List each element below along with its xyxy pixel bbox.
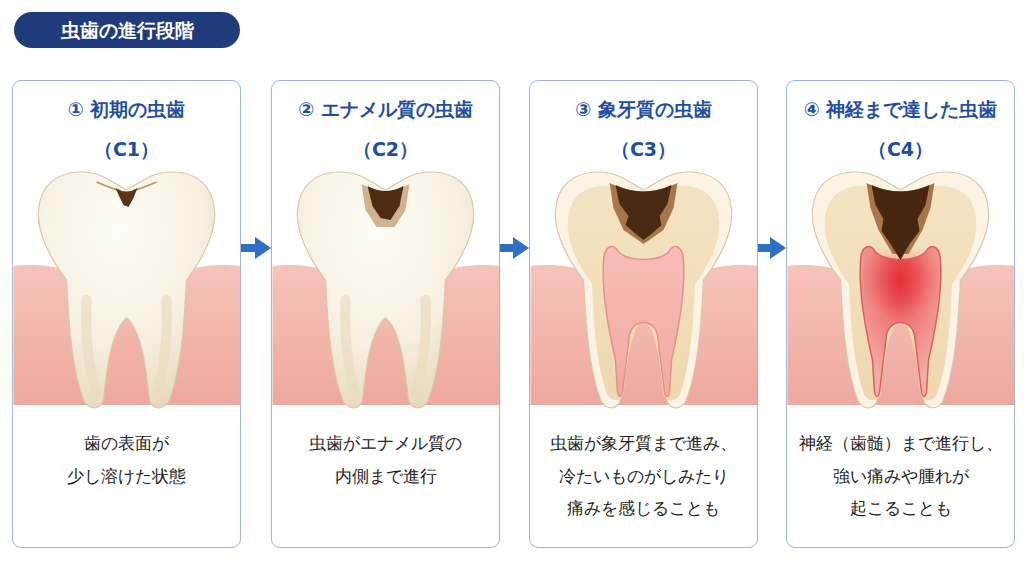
stage-code: （C3） [530, 133, 757, 165]
pulp [603, 247, 684, 397]
stage-code: （C1） [13, 133, 240, 165]
title-badge: 虫歯の進行段階 [14, 12, 240, 48]
stage-heading: ③ 象牙質の虫歯 [530, 93, 757, 125]
tooth [38, 172, 214, 408]
tooth-section [555, 172, 731, 408]
tooth-section [812, 172, 988, 408]
stage-heading: ② エナメル質の虫歯 [272, 93, 499, 125]
tooth-c1 [38, 172, 214, 408]
stage-heading: ① 初期の虫歯 [13, 93, 240, 125]
cavity [97, 182, 157, 207]
stage-panel: ③ 象牙質の虫歯 （C3） 虫歯が象牙質まで進み、 冷たいものがしみたり 痛みを感じ… [529, 80, 758, 548]
stage-heading: ④ 神経まで達した虫歯 [787, 93, 1014, 125]
cavity [610, 183, 678, 244]
stage-panel: ② エナメル質の虫歯 （C2） 虫歯がエナメル質の 内側まで進行 [271, 80, 500, 548]
stage-panel: ① 初期の虫歯 （C1） 歯の表面が 少し溶けた状態 [12, 80, 241, 548]
stage-description: 神経（歯髄）まで進行し、 強い痛みや腫れが 起こることも [787, 427, 1014, 525]
tooth-c4 [812, 172, 988, 408]
cavity [867, 183, 935, 260]
stage-panel: ④ 神経まで達した虫歯 （C4） 神経（歯髄）まで進行し、 強い痛みや腫れが 起こる… [786, 80, 1015, 548]
stage-description: 歯の表面が 少し溶けた状態 [13, 427, 240, 492]
cavity [362, 184, 410, 227]
stage-code: （C4） [787, 133, 1014, 165]
tooth-c2 [297, 172, 473, 408]
tooth [297, 172, 473, 408]
stage-description: 虫歯がエナメル質の 内側まで進行 [272, 427, 499, 492]
stage-code: （C2） [272, 133, 499, 165]
tooth-c3 [555, 172, 731, 408]
stage-description: 虫歯が象牙質まで進み、 冷たいものがしみたり 痛みを感じることも [530, 427, 757, 525]
flow-arrow [241, 244, 259, 252]
flow-arrow [758, 244, 774, 252]
flow-arrow [500, 244, 517, 252]
